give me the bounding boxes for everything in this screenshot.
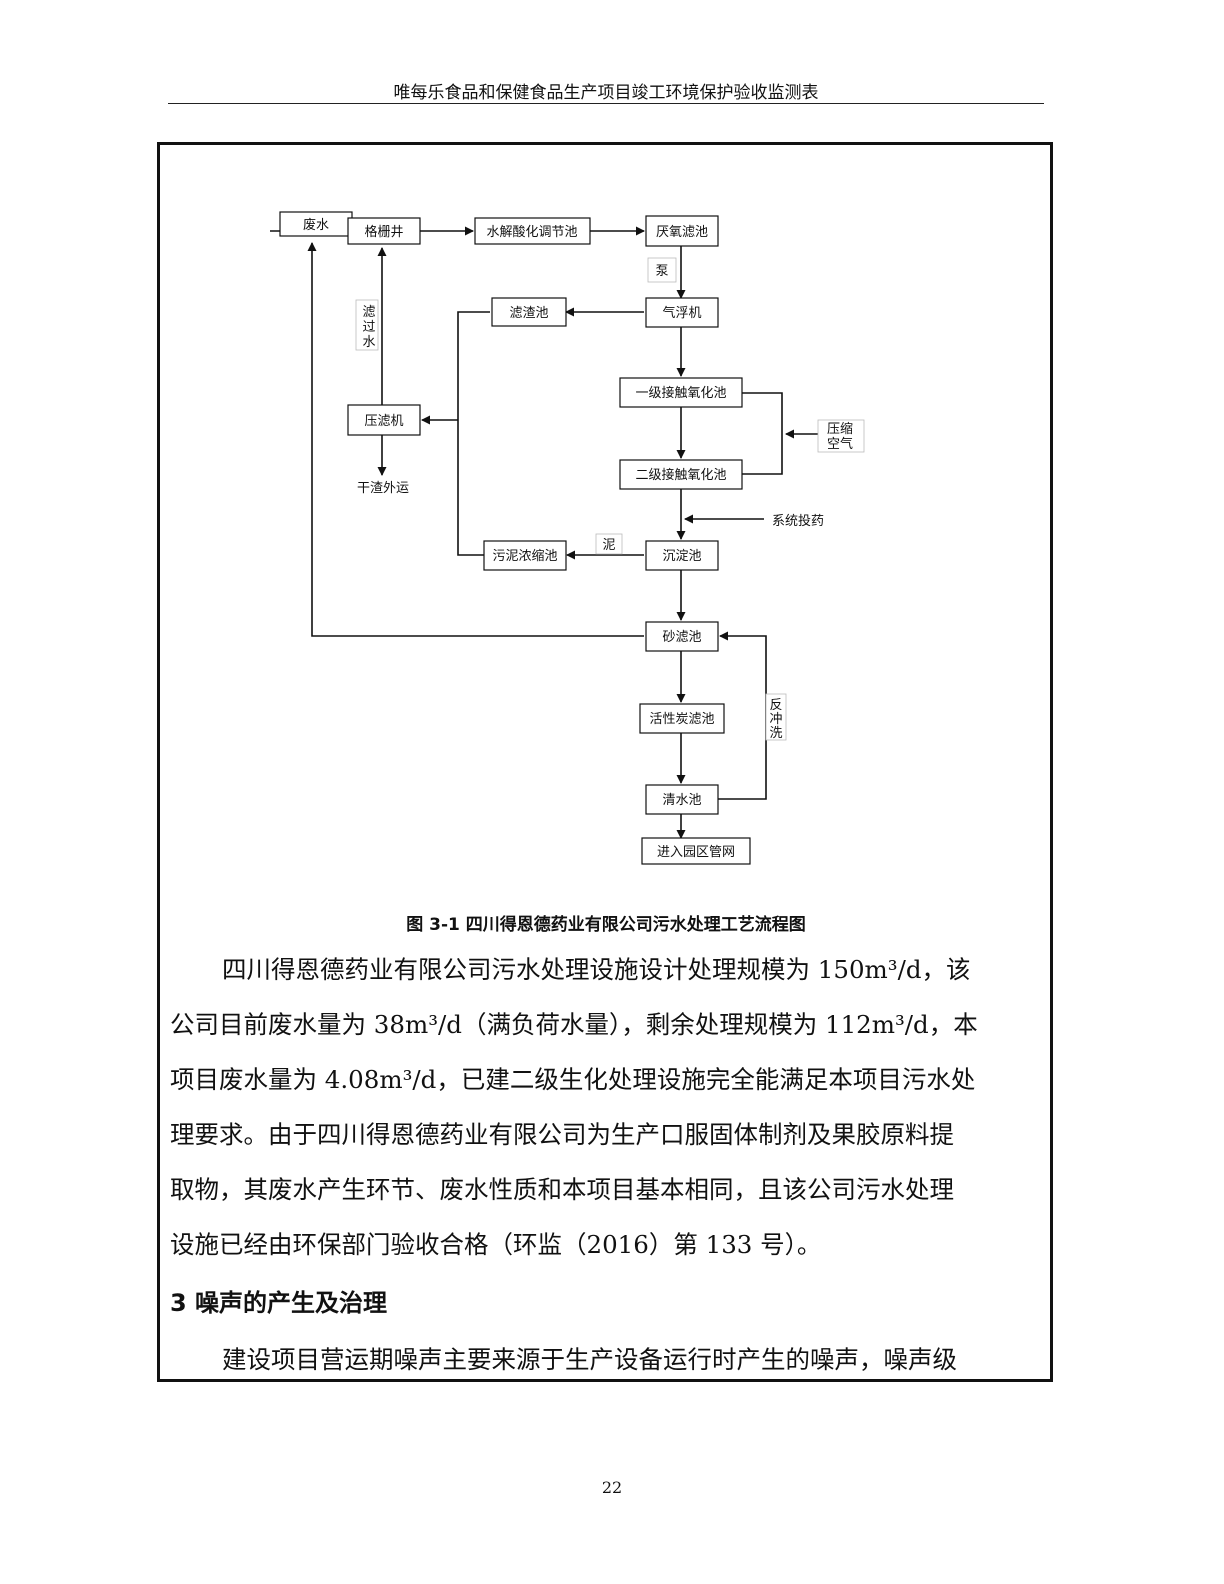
node-anaerobic-filter: 厌氧滤池	[645, 215, 719, 247]
section-heading-noise: 3 噪声的产生及治理	[170, 1289, 388, 1317]
label-sludge: 泥	[595, 533, 623, 555]
label-compressed-air: 压缩 空气	[817, 419, 865, 453]
label-dry-residue: 干渣外运	[357, 481, 409, 496]
paragraph-line: 四川得恩德药业有限公司污水处理设施设计处理规模为 150m³/d，该	[222, 955, 971, 984]
paragraph-line: 建设项目营运期噪声主要来源于生产设备运行时产生的噪声，噪声级	[222, 1345, 957, 1374]
page-number: 22	[601, 1478, 623, 1497]
edge-backwash	[718, 631, 767, 800]
edge-air-bracket	[742, 392, 783, 475]
page-header: 唯每乐食品和保健食品生产项目竣工环境保护验收监测表	[393, 83, 819, 103]
svg-text:反: 反	[769, 698, 782, 713]
paragraph-line: 公司目前废水量为 38m³/d（满负荷水量），剩余处理规模为 112m³/d，本	[170, 1010, 978, 1039]
edge-left-collector	[457, 311, 490, 556]
svg-text:泥: 泥	[602, 538, 615, 553]
svg-text:滤渣池: 滤渣池	[509, 306, 548, 321]
svg-text:清水池: 清水池	[662, 793, 701, 808]
paragraph-line: 项目废水量为 4.08m³/d，已建二级生化处理设施完全能满足本项目污水处	[170, 1065, 976, 1094]
node-contact-oxidation-2: 二级接触氧化池	[619, 459, 743, 490]
svg-text:空气: 空气	[827, 436, 853, 452]
node-contact-oxidation-1: 一级接触氧化池	[619, 377, 743, 408]
label-pump: 泵	[647, 257, 677, 283]
figure-caption: 图 3-1 四川得恩德药业有限公司污水处理工艺流程图	[406, 915, 806, 935]
label-backwash: 反 冲 洗	[765, 693, 787, 741]
flow-edges	[270, 226, 818, 839]
node-sludge-thickener: 污泥浓缩池	[483, 540, 567, 571]
svg-text:污泥浓缩池: 污泥浓缩池	[492, 548, 557, 564]
svg-text:洗: 洗	[769, 726, 782, 741]
node-sand-filter: 砂滤池	[645, 621, 719, 652]
svg-text:冲: 冲	[769, 712, 782, 727]
svg-text:压滤机: 压滤机	[364, 414, 403, 429]
svg-text:进入园区管网: 进入园区管网	[657, 845, 735, 860]
svg-text:压缩: 压缩	[827, 421, 853, 437]
node-residue-tank: 滤渣池	[491, 297, 567, 327]
svg-text:废水: 废水	[303, 217, 329, 233]
svg-text:水: 水	[362, 335, 375, 350]
svg-text:水解酸化调节池: 水解酸化调节池	[486, 225, 577, 240]
svg-text:一级接触氧化池: 一级接触氧化池	[635, 385, 726, 401]
svg-text:泵: 泵	[655, 264, 668, 279]
paragraph-line: 取物，其废水产生环节、废水性质和本项目基本相同，且该公司污水处理	[170, 1175, 954, 1204]
header-rule	[168, 103, 1044, 104]
svg-text:滤: 滤	[362, 305, 375, 320]
node-clear-water: 清水池	[645, 784, 719, 815]
label-filtrate: 滤 过 水	[355, 299, 379, 351]
node-filter-press: 压滤机	[347, 404, 421, 436]
paragraph-treatment-capacity: 四川得恩德药业有限公司污水处理设施设计处理规模为 150m³/d，该 公司目前废…	[170, 942, 1046, 1272]
edge-sand-return	[307, 242, 644, 637]
svg-text:格栅井: 格栅井	[364, 224, 403, 240]
content-frame	[157, 142, 1053, 1382]
node-park-pipe-network: 进入园区管网	[641, 837, 751, 865]
svg-text:活性炭滤池: 活性炭滤池	[649, 712, 714, 727]
svg-text:二级接触氧化池: 二级接触氧化池	[635, 467, 726, 483]
node-grate-well: 格栅井	[347, 217, 421, 245]
svg-text:厌氧滤池: 厌氧滤池	[656, 225, 708, 240]
node-air-flotation: 气浮机	[645, 297, 719, 328]
paragraph-line: 设施已经由环保部门验收合格（环监（2016）第 133 号）。	[170, 1230, 822, 1259]
paragraph-line: 理要求。由于四川得恩德药业有限公司为生产口服固体制剂及果胶原料提	[170, 1120, 954, 1149]
node-waste-water: 废水	[279, 211, 353, 237]
svg-text:砂滤池: 砂滤池	[662, 630, 701, 645]
node-carbon-filter: 活性炭滤池	[639, 703, 725, 734]
node-hydrolysis-tank: 水解酸化调节池	[474, 217, 591, 245]
label-dosing: 系统投药	[772, 513, 824, 529]
svg-text:过: 过	[362, 320, 375, 335]
svg-text:气浮机: 气浮机	[662, 305, 701, 321]
node-sedimentation: 沉淀池	[645, 540, 719, 571]
process-flowchart: 废水 格栅井 水解酸化调节池 厌氧滤池 滤渣池 气浮机 一级接触氧化池 二级接触…	[270, 211, 865, 865]
paragraph-noise: 建设项目营运期噪声主要来源于生产设备运行时产生的噪声，噪声级	[170, 1332, 1046, 1387]
svg-text:沉淀池: 沉淀池	[662, 549, 701, 564]
